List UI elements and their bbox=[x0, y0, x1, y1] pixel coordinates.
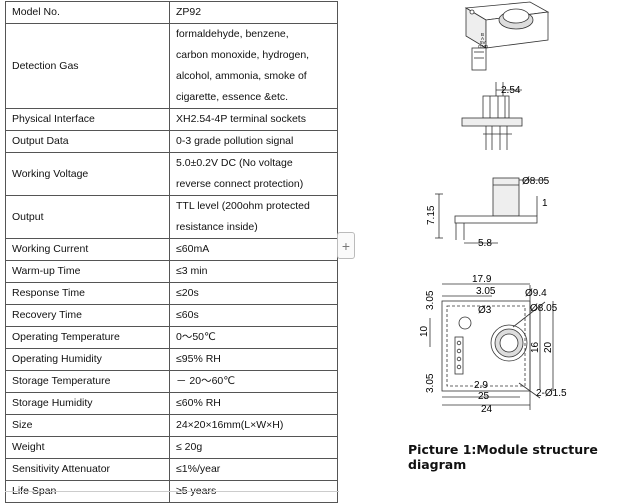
dim-top-mid: 3.05 bbox=[476, 286, 496, 297]
spec-value: － 20～60℃ bbox=[169, 370, 338, 393]
spec-key: Response Time bbox=[5, 282, 170, 305]
side-view bbox=[461, 82, 523, 150]
spec-value: ≤20s bbox=[169, 282, 338, 305]
dim-front-width: 5.8 bbox=[478, 238, 492, 249]
spec-value-line: cigarette, essence &etc. bbox=[176, 91, 289, 103]
table-row: Operating Humidity≤95% RH bbox=[5, 348, 338, 371]
table-row: Detection Gas formaldehyde, benzene, carbo… bbox=[5, 23, 338, 109]
spec-value: 0-3 grade pollution signal bbox=[169, 130, 338, 153]
spec-value: formaldehyde, benzene, carbon monoxide, h… bbox=[169, 23, 338, 109]
spec-value-line: reverse connect protection) bbox=[176, 178, 304, 190]
spec-value: ≤1%/year bbox=[169, 458, 338, 481]
iso-view bbox=[464, 1, 550, 71]
dim-front-small: 1 bbox=[542, 198, 548, 209]
dim-hole: Ø3 bbox=[478, 305, 492, 316]
spec-value-line: formaldehyde, benzene, bbox=[176, 28, 289, 40]
spec-value: ≤60% RH bbox=[169, 392, 338, 415]
iso-pin-label: B bbox=[481, 32, 484, 37]
dim-top-total: 17.9 bbox=[472, 274, 492, 285]
spec-value: ≤95% RH bbox=[169, 348, 338, 371]
spec-value: TTL level (200ohm protected resistance in… bbox=[169, 195, 338, 239]
spec-value-line: TTL level (200ohm protected bbox=[176, 200, 310, 212]
dim-front-dia: Ø8.05 bbox=[522, 176, 550, 187]
table-row: Output TTL level (200ohm protected resista… bbox=[5, 195, 338, 239]
table-row: Storage Temperature－ 20～60℃ bbox=[5, 370, 338, 393]
table-row: Response Time≤20s bbox=[5, 282, 338, 305]
spec-value: 0～50℃ bbox=[169, 326, 338, 349]
spec-value: 24×20×16mm(L×W×H) bbox=[169, 414, 338, 437]
spec-value: 5.0±0.2V DC (No voltage reverse connect p… bbox=[169, 152, 338, 196]
table-row: Sensitivity Attenuator≤1%/year bbox=[5, 458, 338, 481]
dim-h-20: 20 bbox=[543, 341, 554, 353]
top-view bbox=[429, 283, 554, 410]
table-row: Weight≤ 20g bbox=[5, 436, 338, 459]
spec-key: Output Data bbox=[5, 130, 170, 153]
spec-value: ≤3 min bbox=[169, 260, 338, 283]
dim-bottom-25: 25 bbox=[478, 391, 490, 402]
spec-key: Output bbox=[5, 195, 170, 239]
front-view bbox=[435, 177, 548, 244]
spec-value: ≤60mA bbox=[169, 238, 338, 261]
table-row: Model No.ZP92 bbox=[5, 1, 338, 24]
table-row: Warm-up Time≤3 min bbox=[5, 260, 338, 283]
dim-h-10: 10 bbox=[419, 325, 430, 337]
spec-key: Operating Temperature bbox=[5, 326, 170, 349]
dim-h-16: 16 bbox=[530, 341, 541, 353]
spec-key: Storage Humidity bbox=[5, 392, 170, 415]
iso-pin-label: GND bbox=[478, 44, 489, 49]
spec-value-line: 5.0±0.2V DC (No voltage bbox=[176, 157, 293, 169]
dim-bottom-left: 3.05 bbox=[425, 373, 436, 393]
spec-key: Weight bbox=[5, 436, 170, 459]
spec-value-line: alcohol, ammonia, smoke of bbox=[176, 70, 307, 82]
spec-value: ≤ 20g bbox=[169, 436, 338, 459]
table-bottom-edge bbox=[5, 491, 339, 492]
spec-value: ZP92 bbox=[169, 1, 338, 24]
dim-front-height: 7.15 bbox=[426, 205, 437, 225]
table-row: Working Current≤60mA bbox=[5, 238, 338, 261]
spec-key: Working Voltage bbox=[5, 152, 170, 196]
module-structure-diagram: B A 5V GND 2.54 Ø8.05 7.15 5.8 1 bbox=[419, 1, 567, 415]
spec-value-line: carbon monoxide, hydrogen, bbox=[176, 49, 310, 61]
spec-value: ≤60s bbox=[169, 304, 338, 327]
dim-bottom-29: 2.9 bbox=[474, 380, 488, 391]
dim-sensor-outer: Ø9.4 bbox=[525, 288, 547, 299]
add-row-button[interactable]: + bbox=[337, 232, 355, 259]
table-row: Working Voltage 5.0±0.2V DC (No voltage re… bbox=[5, 152, 338, 196]
iso-pin-label: 5V bbox=[480, 40, 486, 45]
spec-key: Size bbox=[5, 414, 170, 437]
table-row: Storage Humidity≤60% RH bbox=[5, 392, 338, 415]
spec-key: Physical Interface bbox=[5, 108, 170, 131]
spec-value-line: resistance inside) bbox=[176, 221, 258, 233]
dim-pin-hole: 2-Ø1.5 bbox=[536, 388, 567, 399]
dim-sensor-inner: Ø8.05 bbox=[530, 303, 558, 314]
spec-key: Detection Gas bbox=[5, 23, 170, 109]
spec-key: Working Current bbox=[5, 238, 170, 261]
spec-key: Recovery Time bbox=[5, 304, 170, 327]
dim-side-pitch: 2.54 bbox=[501, 85, 521, 96]
dim-top-left: 3.05 bbox=[425, 290, 436, 310]
spec-key: Operating Humidity bbox=[5, 348, 170, 371]
diagram-caption: Picture 1:Module structure diagram bbox=[408, 442, 598, 472]
iso-pin-label: A bbox=[481, 36, 484, 41]
dim-bottom-24: 24 bbox=[481, 404, 493, 415]
spec-key: Sensitivity Attenuator bbox=[5, 458, 170, 481]
spec-value: XH2.54-4P terminal sockets bbox=[169, 108, 338, 131]
spec-key: Storage Temperature bbox=[5, 370, 170, 393]
table-row: Recovery Time≤60s bbox=[5, 304, 338, 327]
spec-key: Model No. bbox=[5, 1, 170, 24]
spec-key: Warm-up Time bbox=[5, 260, 170, 283]
